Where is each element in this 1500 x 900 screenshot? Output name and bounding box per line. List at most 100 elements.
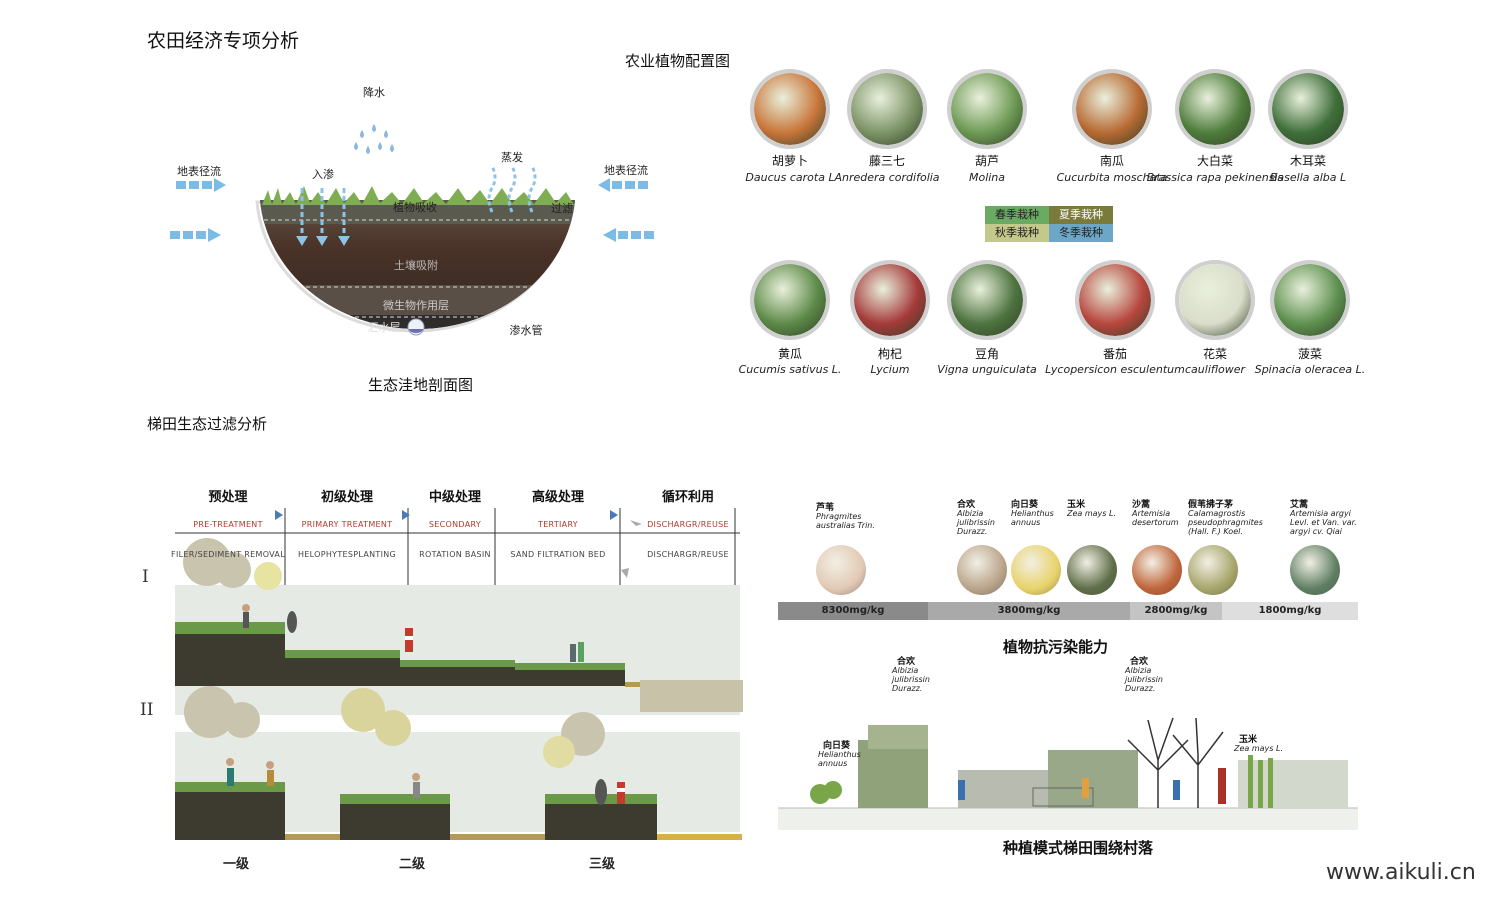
village-diagram	[778, 717, 1358, 830]
resist-bar-label-2: 2800mg/kg	[1144, 605, 1208, 616]
resist-photo-4	[1132, 545, 1182, 595]
plant-r2-photo-fill-4	[1179, 264, 1251, 336]
plant-r2-photo-fill-2	[951, 264, 1023, 336]
resist-bar-seg-3	[1222, 602, 1358, 620]
row-label-2: II	[140, 700, 154, 720]
plant-r2-cn-4: 花菜	[1202, 347, 1228, 361]
section-title: 生态洼地剖面图	[368, 376, 474, 394]
resist-bar-label-0: 8300mg/kg	[821, 605, 885, 616]
plant-r2-photo-fill-1	[854, 264, 926, 336]
resist-photo-2	[1011, 545, 1061, 595]
resist-name-5: 假苇拂子茅	[1188, 500, 1234, 510]
runoff-left-label: 地表径流	[177, 165, 221, 178]
resist-bar-seg-1	[928, 602, 1130, 620]
collect-layer-label: 汇水层	[367, 321, 401, 334]
stage-2-en1: SECONDARY	[428, 520, 482, 529]
plant-r1-lat-0: Daucus carota L	[745, 171, 835, 184]
plant-r2-lat-2: Vigna unguiculata	[937, 363, 1037, 376]
row-label-1: I	[142, 567, 149, 587]
resist-lat-6: Artemisia argyi Levl. et Van. var. argyi…	[1290, 509, 1357, 536]
resist-name-1: 合欢	[957, 500, 976, 510]
plant-r1-photo-fill-3	[1076, 73, 1148, 145]
village-lat-2: Helianthus annuus	[818, 750, 861, 768]
plant-r1-photo-2	[947, 69, 1027, 149]
resist-photo-6	[1290, 545, 1340, 595]
resist-photo-0	[816, 545, 866, 595]
soil-absorb-label: 土壤吸附	[394, 259, 438, 272]
plant-r1-cn-1: 藤三七	[868, 154, 906, 168]
stage-0-cn: 预处理	[208, 490, 248, 505]
plant-r1-lat-2: Molina	[968, 171, 1006, 184]
page-title: 农田经济专项分析	[147, 30, 300, 52]
village-lat-0: Albizia julibrissin Durazz.	[892, 666, 930, 693]
plant-r1-cn-4: 大白菜	[1196, 154, 1234, 168]
resist-lat-0: Phragmites australias Trin.	[816, 512, 875, 530]
stage-1-en1: PRIMARY TREATMENT	[301, 520, 393, 529]
plant-r2-photo-0	[750, 260, 830, 340]
infiltration-label: 入渗	[312, 168, 334, 181]
plant-r1-lat-5: Basella alba L	[1269, 171, 1347, 184]
resist-lat-4: Artemisia desertorum	[1132, 509, 1179, 527]
level-2-label: 二级	[398, 857, 426, 872]
plant-r2-photo-3	[1075, 260, 1155, 340]
plant-absorb-label: 植物吸收	[393, 201, 437, 214]
plant-r2-lat-4: cauliflower	[1185, 363, 1245, 376]
village-name-2: 向日葵	[823, 741, 851, 751]
plant-r2-cn-1: 枸杞	[877, 347, 903, 361]
plant-r2-photo-2	[947, 260, 1027, 340]
rain-label: 降水	[363, 86, 385, 99]
stage-0-en2: FILER/SEDIMENT REMOVAL	[171, 550, 285, 559]
resist-lat-1: Albizia julibrissin Durazz.	[957, 509, 995, 536]
runoff-right-label: 地表径流	[604, 164, 648, 177]
stage-0-en1: PRE-TREATMENT	[193, 520, 263, 529]
plant-r2-photo-1	[850, 260, 930, 340]
village-lat-3: Zea mays L.	[1234, 744, 1283, 753]
plant-r2-photo-4	[1175, 260, 1255, 340]
resist-bar-seg-0	[778, 602, 928, 620]
resist-photo-1	[957, 545, 1007, 595]
village-name-1: 合欢	[1130, 657, 1149, 667]
plant-r2-lat-5: Spinacia oleracea L.	[1254, 363, 1366, 376]
resist-bar-seg-2	[1130, 602, 1222, 620]
plant-config-title: 农业植物配置图	[625, 52, 731, 70]
village-name-3: 玉米	[1239, 735, 1258, 745]
plant-r1-photo-4	[1175, 69, 1255, 149]
terrace-diagram	[175, 508, 743, 840]
stage-4-en1: DISCHARGR/REUSE	[647, 520, 729, 529]
season-autumn: 秋季栽种	[985, 224, 1049, 242]
plant-r1-photo-1	[847, 69, 927, 149]
season-autumn-label: 秋季栽种	[995, 226, 1039, 239]
resist-bar-label-3: 1800mg/kg	[1258, 605, 1322, 616]
season-spring: 春季栽种	[985, 206, 1049, 224]
plant-r1-cn-0: 胡萝卜	[771, 154, 809, 168]
resist-name-2: 向日葵	[1011, 500, 1039, 510]
plant-r1-photo-fill-4	[1179, 73, 1251, 145]
plant-r2-cn-5: 菠菜	[1297, 347, 1323, 361]
plant-r2-cn-0: 黄瓜	[777, 347, 803, 361]
watermark: www.aikuli.cn	[1326, 860, 1476, 885]
resist-name-6: 艾蒿	[1290, 500, 1309, 510]
plant-r1-photo-5	[1268, 69, 1348, 149]
plant-r2-cn-2: 豆角	[974, 347, 1000, 361]
resist-lat-5: Calamagrostis pseudophragmites (Hall. F.…	[1188, 509, 1263, 536]
stage-2-cn: 中级处理	[428, 490, 482, 505]
plant-r1-cn-3: 南瓜	[1099, 154, 1125, 168]
resist-name-3: 玉米	[1067, 500, 1086, 510]
plant-r1-photo-0	[750, 69, 830, 149]
microbe-layer-label: 微生物作用层	[383, 299, 449, 312]
resist-photo-5	[1188, 545, 1238, 595]
season-winter: 冬季栽种	[1049, 224, 1113, 242]
plant-r2-photo-fill-0	[754, 264, 826, 336]
filter-label: 过滤	[551, 202, 573, 215]
resistance-title: 植物抗污染能力	[1003, 638, 1109, 656]
season-spring-label: 春季栽种	[995, 208, 1039, 221]
plant-r1-cn-2: 葫芦	[974, 154, 1000, 168]
plant-r1-photo-fill-5	[1272, 73, 1344, 145]
level-3-label: 三级	[588, 857, 616, 872]
stage-4-cn: 循环利用	[661, 490, 715, 505]
plant-r1-lat-1: Anredera cordifolia	[834, 171, 940, 184]
plant-r1-photo-3	[1072, 69, 1152, 149]
plant-r2-photo-5	[1270, 260, 1350, 340]
resist-lat-2: Helianthus annuus	[1011, 509, 1054, 527]
plant-r1-lat-4: Brassica rapa pekinensis	[1146, 171, 1284, 184]
